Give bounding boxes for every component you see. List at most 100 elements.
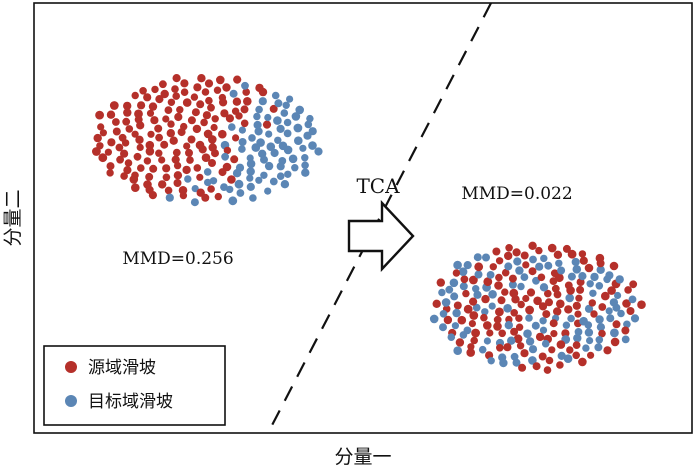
target-landslide-point: [557, 351, 566, 360]
target-landslide-point: [246, 167, 255, 176]
target-landslide-point: [445, 285, 454, 294]
source-landslide-point: [198, 145, 207, 154]
source-landslide-point: [180, 122, 188, 131]
target-landslide-point: [572, 265, 582, 274]
source-landslide-point: [269, 104, 278, 113]
mmd-after-label: MMD=0.022: [461, 184, 572, 204]
source-landslide-point: [218, 168, 227, 177]
source-landslide-point: [204, 79, 214, 88]
source-landslide-point: [137, 164, 145, 172]
target-landslide-point: [573, 333, 582, 343]
source-landslide-point: [173, 161, 182, 170]
source-landslide-point: [516, 342, 525, 350]
target-landslide-point: [238, 145, 246, 153]
target-landslide-point: [221, 152, 230, 161]
source-landslide-point: [187, 116, 196, 125]
source-landslide-point: [493, 315, 502, 324]
target-landslide-point: [630, 314, 640, 323]
source-landslide-point: [481, 294, 490, 304]
source-landslide-point: [532, 362, 541, 371]
target-landslide-point: [255, 105, 263, 114]
target-landslide-point: [274, 99, 283, 108]
source-landslide-point: [528, 241, 537, 250]
source-landslide-point: [123, 166, 132, 175]
target-landslide-point: [246, 159, 256, 169]
target-landslide-point: [473, 253, 482, 262]
source-landslide-point: [155, 133, 164, 142]
target-landslide-point: [504, 321, 513, 330]
source-landslide-point: [164, 106, 173, 114]
target-landslide-point: [594, 343, 603, 352]
target-landslide-point: [621, 335, 630, 344]
source-landslide-point: [129, 175, 139, 184]
target-landslide-point: [293, 123, 303, 133]
source-landslide-point: [566, 346, 574, 354]
target-landslide-point: [582, 344, 590, 352]
source-landslide-point: [508, 274, 517, 283]
target-landslide-point: [280, 109, 289, 117]
source-landslide-point: [233, 75, 242, 84]
target-landslide-point: [439, 310, 448, 318]
source-landslide-point: [553, 307, 562, 316]
source-landslide-point: [225, 114, 234, 123]
target-landslide-point: [438, 288, 446, 297]
source-landslide-point: [106, 110, 116, 119]
source-landslide-point: [135, 135, 144, 144]
target-landslide-point: [595, 336, 604, 344]
source-landslide-point: [495, 257, 504, 265]
source-landslide-point: [579, 256, 588, 265]
target-landslide-point: [283, 118, 292, 127]
source-landslide-point: [518, 363, 527, 372]
source-landslide-point: [106, 162, 115, 171]
target-landslide-point: [229, 89, 238, 98]
source-landslide-point: [92, 147, 101, 156]
source-landslide-point: [542, 310, 551, 319]
source-landslide-point: [122, 117, 131, 126]
target-landslide-point: [584, 328, 594, 337]
source-landslide-point: [493, 322, 502, 331]
target-landslide-point: [563, 354, 573, 364]
target-landslide-point: [441, 298, 451, 307]
target-landslide-point: [453, 346, 463, 356]
source-landslide-point: [201, 193, 210, 202]
target-landslide-point: [270, 148, 279, 158]
source-landslide-point: [182, 98, 192, 107]
target-landslide-point: [299, 144, 307, 152]
source-landslide-point: [436, 278, 445, 287]
target-landslide-point: [595, 315, 604, 324]
target-landslide-point: [284, 170, 292, 178]
target-landslide-point: [512, 358, 521, 367]
source-landslide-point: [124, 159, 133, 167]
source-landslide-point: [160, 89, 169, 99]
source-landslide-point: [179, 191, 188, 200]
source-landslide-point: [171, 85, 179, 93]
target-landslide-point: [523, 329, 532, 339]
source-landslide-point: [104, 148, 112, 156]
source-landslide-point: [495, 273, 503, 282]
target-landslide-point: [606, 314, 615, 323]
source-landslide-point: [173, 179, 182, 187]
source-landslide-point: [99, 129, 107, 137]
source-landslide-point: [505, 315, 513, 324]
target-landslide-point: [271, 91, 280, 100]
source-landslide-point: [112, 127, 121, 136]
cluster-before-tca: [92, 74, 323, 207]
target-landslide-point: [209, 177, 218, 185]
source-landslide-point: [538, 302, 548, 311]
target-landslide-point: [228, 196, 238, 206]
source-landslide-point: [471, 328, 480, 338]
source-landslide-point: [452, 269, 461, 277]
target-landslide-point: [472, 285, 480, 293]
source-landslide-point: [207, 103, 215, 112]
source-landslide-point: [561, 329, 570, 338]
source-landslide-point: [109, 101, 119, 110]
target-landslide-point: [486, 271, 495, 279]
source-landslide-point: [564, 281, 573, 290]
source-landslide-point: [483, 321, 492, 330]
target-landslide-point: [478, 345, 487, 354]
target-landslide-point: [276, 124, 285, 133]
source-landslide-point: [567, 249, 577, 259]
target-landslide-point: [596, 323, 606, 332]
target-landslide-point: [246, 174, 254, 182]
source-landslide-point: [116, 155, 124, 164]
